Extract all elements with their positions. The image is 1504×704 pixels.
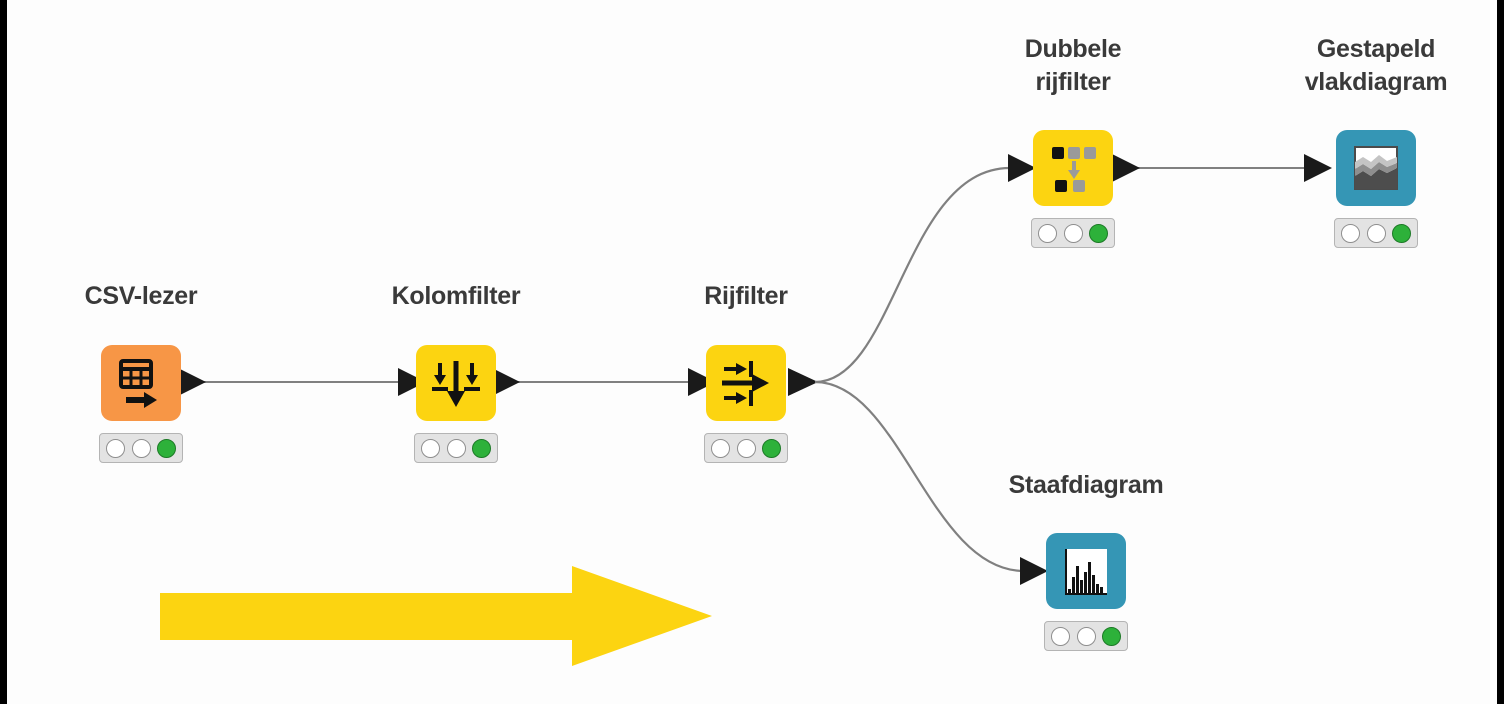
status-led-executed: [471, 438, 491, 458]
status-led-idle: [1051, 626, 1071, 646]
connector-duplicate-row-filter-to-stacked-area-chart: [1112, 154, 1332, 182]
node-status-column-filter: [414, 433, 498, 463]
node-label-stacked-area-chart: Gestapeld vlakdiagram: [1304, 35, 1448, 96]
status-led-idle: [1341, 223, 1361, 243]
connector-csv-to-column-filter: [178, 368, 426, 396]
status-led-configured: [736, 438, 756, 458]
node-box-row-filter[interactable]: [706, 345, 786, 421]
status-led-configured: [131, 438, 151, 458]
node-status-bar-chart: [1044, 621, 1128, 651]
node-label-csv-reader: CSV-lezer: [84, 282, 198, 310]
status-led-executed: [1101, 626, 1121, 646]
table-export-icon: [119, 359, 157, 408]
status-led-idle: [106, 438, 126, 458]
node-status-csv-reader: [99, 433, 183, 463]
status-led-configured: [1366, 223, 1386, 243]
status-led-executed: [1391, 223, 1411, 243]
status-led-idle: [711, 438, 731, 458]
node-status-stacked-area-chart: [1334, 218, 1418, 248]
status-led-idle: [1038, 223, 1058, 243]
right-edge-bar: [1497, 0, 1504, 704]
node-status-row-filter: [704, 433, 788, 463]
connector-column-filter-to-row-filter: [492, 368, 716, 396]
status-led-executed: [761, 438, 781, 458]
node-status-duplicate-row-filter: [1031, 218, 1115, 248]
node-label-column-filter: Kolomfilter: [391, 282, 521, 310]
node-box-duplicate-row-filter[interactable]: [1033, 130, 1113, 206]
workflow-direction-arrow: [160, 566, 712, 666]
status-led-executed: [156, 438, 176, 458]
connector-row-filter-out: [788, 368, 818, 396]
status-led-idle: [421, 438, 441, 458]
status-led-executed: [1088, 223, 1108, 243]
node-box-stacked-area-chart[interactable]: [1336, 130, 1416, 206]
node-label-bar-chart: Staafdiagram: [1008, 471, 1164, 499]
node-box-bar-chart[interactable]: [1046, 533, 1126, 609]
node-box-column-filter[interactable]: [416, 345, 496, 421]
status-led-configured: [1063, 223, 1083, 243]
status-led-configured: [446, 438, 466, 458]
node-box-csv-reader[interactable]: [101, 345, 181, 421]
left-edge-bar: [0, 0, 7, 704]
connector-row-filter-to-duplicate-row-filter: [814, 154, 1036, 384]
duplicate-row-filter-icon: [1052, 147, 1096, 192]
status-led-configured: [1076, 626, 1096, 646]
node-label-duplicate-row-filter: Dubbele rijfilter: [1024, 35, 1122, 96]
row-filter-icon: [722, 361, 769, 406]
bar-chart-icon: [1065, 549, 1107, 595]
node-label-row-filter: Rijfilter: [704, 282, 788, 310]
stacked-area-chart-icon: [1354, 146, 1398, 190]
column-filter-icon: [432, 361, 480, 407]
